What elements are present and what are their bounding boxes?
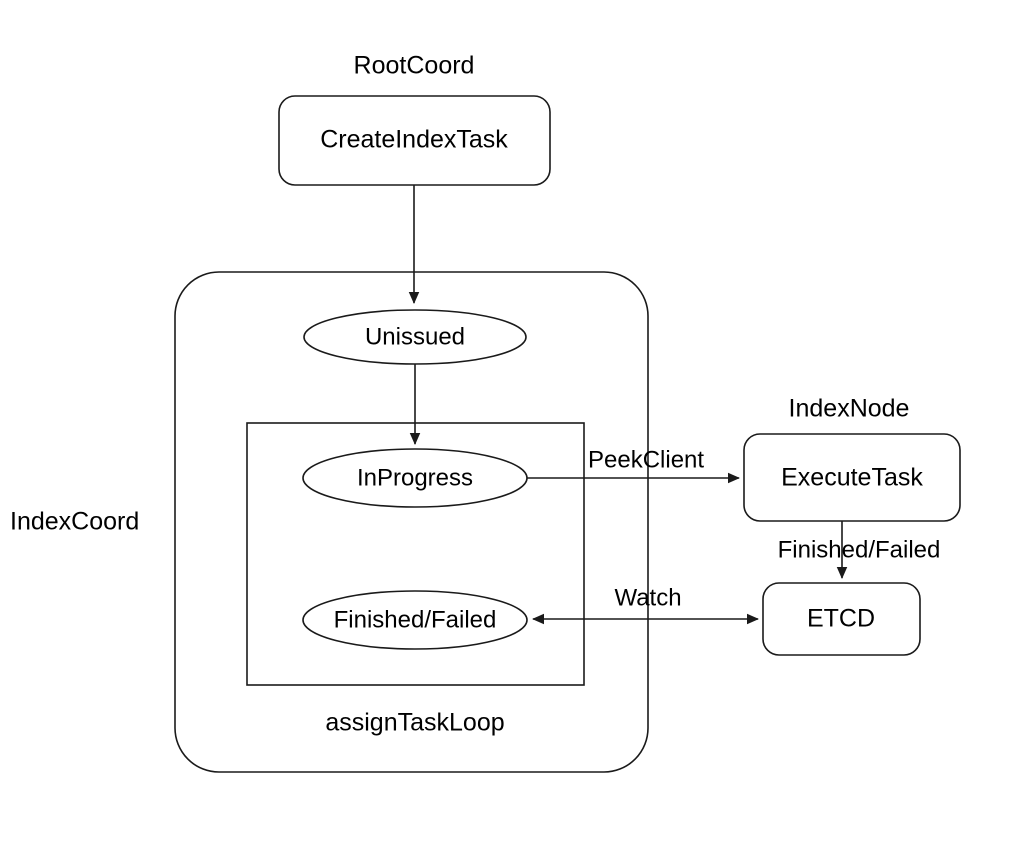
- node-in-progress-label: InProgress: [357, 464, 473, 491]
- node-unissued-label: Unissued: [365, 323, 465, 350]
- group-label-root-coord: RootCoord: [354, 52, 475, 80]
- node-execute-task-label: ExecuteTask: [781, 464, 923, 492]
- node-etcd[interactable]: [762, 582, 921, 656]
- node-finished-failed-label: Finished/Failed: [334, 606, 497, 633]
- edge-label-peek-client: PeekClient: [588, 446, 704, 473]
- index-coord-container: [174, 271, 649, 773]
- edge-label-watch: Watch: [614, 584, 681, 611]
- node-etcd-label: ETCD: [807, 605, 875, 633]
- node-create-index-task[interactable]: [278, 95, 551, 186]
- group-label-index-coord: IndexCoord: [10, 508, 139, 536]
- node-in-progress[interactable]: [302, 448, 528, 508]
- node-execute-task[interactable]: [743, 433, 961, 522]
- edge-label-finished-failed: Finished/Failed: [778, 536, 941, 563]
- node-finished-failed[interactable]: [302, 590, 528, 650]
- node-unissued[interactable]: [303, 309, 527, 365]
- group-label-index-node: IndexNode: [789, 395, 910, 423]
- node-create-index-task-label: CreateIndexTask: [320, 126, 508, 154]
- group-label-assign-task-loop: assignTaskLoop: [325, 709, 504, 737]
